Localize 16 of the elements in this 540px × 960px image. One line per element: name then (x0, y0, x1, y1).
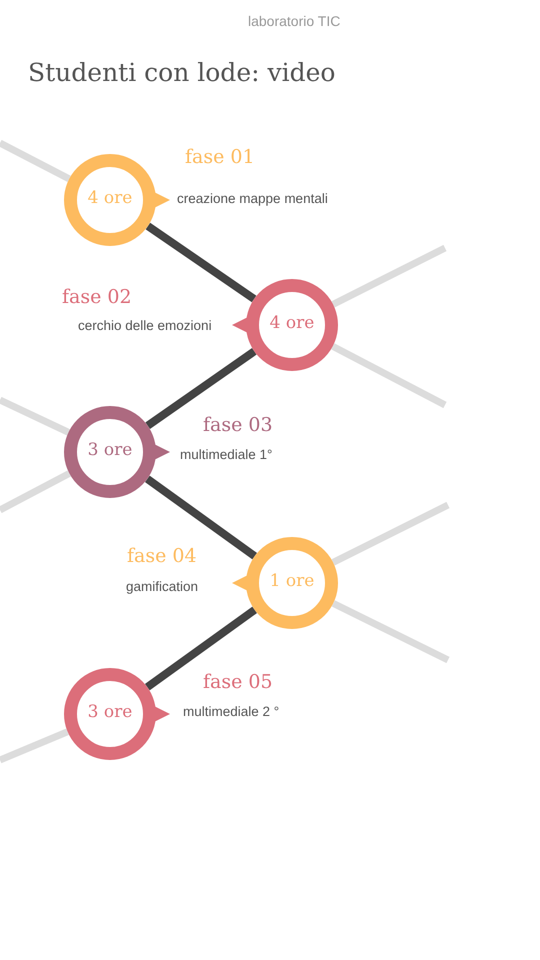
phase-description: cerchio delle emozioni (78, 318, 212, 333)
phase-description: gamification (126, 579, 198, 594)
phase-description: multimediale 1° (180, 447, 272, 462)
phase-label: fase 01 (185, 146, 255, 168)
connector-line (145, 348, 257, 429)
title: Studenti con lode: video (28, 58, 336, 87)
phase-label: fase 05 (203, 671, 273, 693)
phase-label: fase 04 (127, 545, 197, 567)
phase-description: creazione mappe mentali (177, 191, 328, 206)
header-label: laboratorio TIC (248, 13, 340, 29)
connector-line (145, 476, 257, 560)
phase-label: fase 02 (62, 286, 132, 308)
connector-line (146, 222, 256, 302)
connector-line (145, 606, 257, 690)
phase-label: fase 03 (203, 414, 273, 436)
phase-description: multimediale 2 ° (183, 704, 280, 719)
